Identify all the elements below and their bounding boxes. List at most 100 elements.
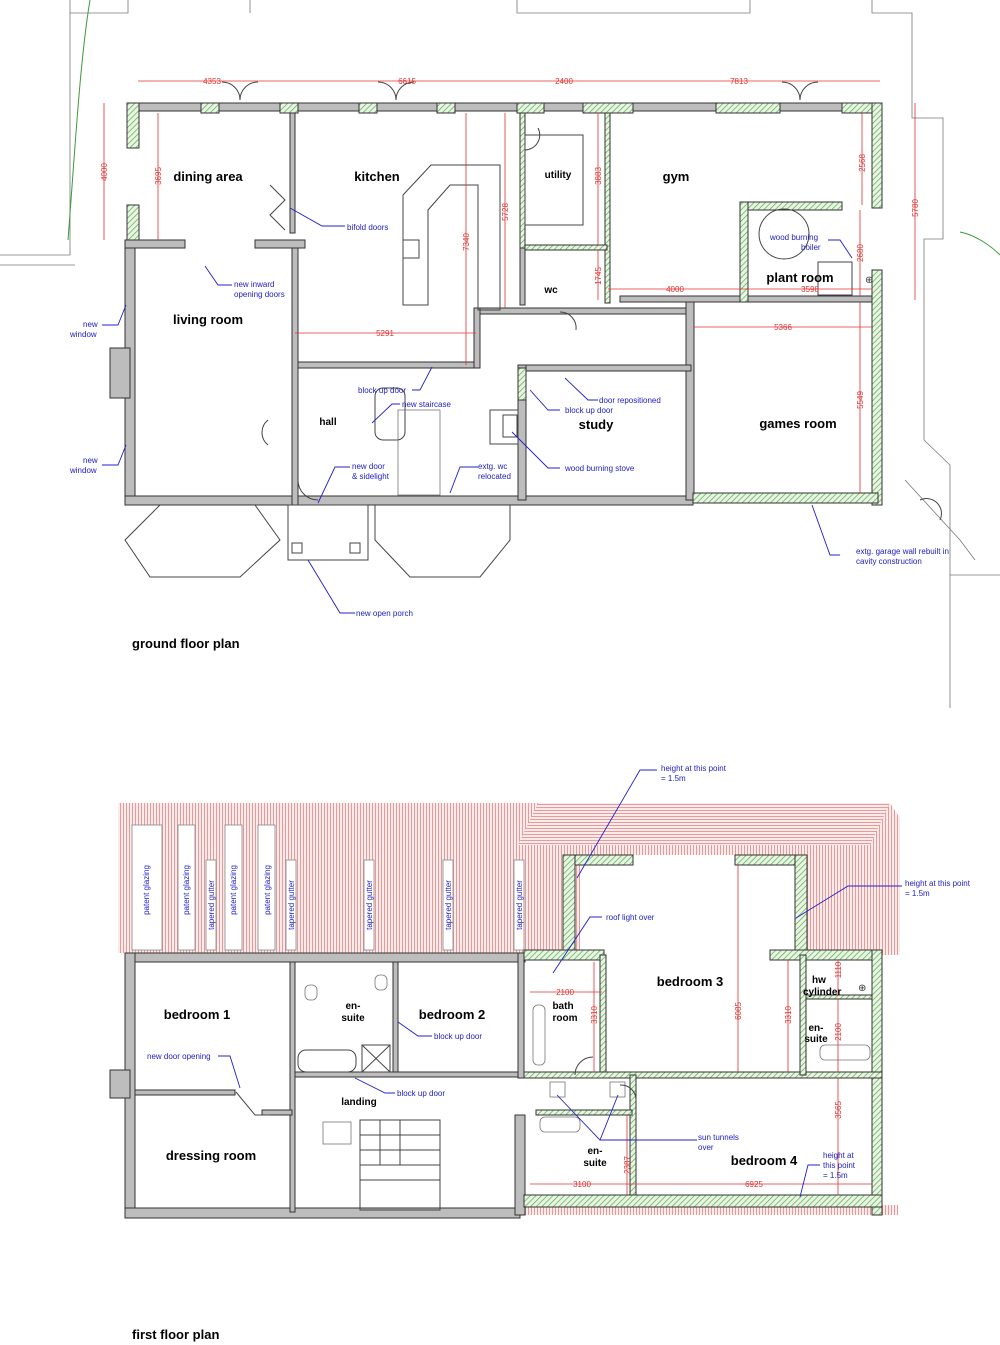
dimension-label: 5728 (501, 203, 510, 221)
dimension-label: 6925 (745, 1180, 763, 1189)
dimension-label: 6615 (398, 77, 416, 86)
roof-label: tapered gutter (287, 880, 296, 930)
dimension-lines (103, 80, 916, 493)
room-bathroom: bath (552, 1001, 573, 1012)
room-ensuite-4: suite (583, 1158, 607, 1169)
note-new-door-opening: new door opening (147, 1052, 211, 1061)
dimension-label: 1110 (834, 961, 843, 978)
note-new-window: window (69, 466, 97, 475)
note-block-up-door: block up door (565, 406, 613, 415)
note-block-up-door: block up door (397, 1089, 445, 1098)
dimension-label: 4000 (666, 285, 684, 294)
room-ensuite-4: en- (588, 1146, 603, 1157)
note-sun-tunnels: over (698, 1143, 714, 1152)
roof-label: patent glazing (229, 865, 238, 915)
note-sun-tunnels: sun tunnels (698, 1133, 739, 1142)
note-height: height at this point (905, 879, 971, 888)
room-study: study (579, 417, 614, 432)
annotation-leaders (102, 207, 853, 614)
dimension-label: 5780 (911, 199, 920, 217)
dimension-label: 5366 (774, 323, 792, 332)
room-bedroom-1: bedroom 1 (164, 1007, 230, 1022)
dimension-label: 3883 (594, 167, 603, 185)
note-block-up-door: block up door (358, 386, 406, 395)
dimension-label: 2680 (856, 244, 865, 262)
first-floor-leaders (218, 769, 902, 1198)
room-kitchen: kitchen (354, 169, 400, 184)
ground-floor-dimensions: 4353 6615 2400 7813 4000 3695 7340 5728 … (100, 77, 920, 409)
hw-cylinder-icon: ⊕ (858, 983, 866, 994)
boiler-flue-icon: ⊕ (865, 275, 873, 286)
new-walls-first-floor (523, 854, 883, 1216)
dimension-label: 5291 (376, 329, 394, 338)
dimension-label: 5549 (856, 391, 865, 409)
note-block-up-door: block up door (434, 1032, 482, 1041)
new-walls (126, 102, 883, 506)
room-wc: wc (543, 285, 558, 296)
note-height: = 1.5m (661, 774, 686, 783)
note-height: height at this point (661, 764, 727, 773)
dimension-label: 2100 (556, 988, 574, 997)
room-plant-room: plant room (766, 270, 833, 285)
roof-label: patent glazing (142, 865, 151, 915)
note-height: = 1.5m (823, 1171, 848, 1180)
roof-label: tapered gutter (207, 880, 216, 930)
note-garage-wall: extg. garage wall rebuilt in (856, 547, 949, 556)
first-floor-title: first floor plan (132, 1327, 219, 1342)
note-garage-wall: cavity construction (856, 557, 922, 566)
roof-label: tapered gutter (515, 880, 524, 930)
room-ensuite-1: suite (341, 1013, 365, 1024)
room-games-room: games room (759, 416, 836, 431)
site-boundary-lines (0, 0, 1000, 708)
note-new-window: new (83, 456, 98, 465)
room-hw-cylinder: hw (812, 975, 826, 986)
dimension-label: 7340 (462, 233, 471, 251)
note-wood-burning-stove: wood burning stove (564, 464, 635, 473)
room-ensuite-3: suite (804, 1034, 828, 1045)
note-wc-relocated: extg. wc (478, 462, 507, 471)
room-living-room: living room (173, 312, 243, 327)
dimension-label: 6085 (734, 1002, 743, 1020)
note-boiler: wood burning (769, 233, 818, 242)
note-new-staircase: new staircase (402, 400, 451, 409)
note-inward-doors: new inward (234, 280, 274, 289)
roof-label: patent glazing (263, 865, 272, 915)
dimension-label: 4353 (203, 77, 221, 86)
dimension-label: 3310 (590, 1006, 599, 1024)
note-door-repositioned: door repositioned (599, 396, 661, 405)
room-bathroom: room (553, 1013, 578, 1024)
dimension-label: 2387 (623, 1156, 632, 1174)
note-bifold-doors: bifold doors (347, 223, 388, 232)
note-height: this point (823, 1161, 856, 1170)
note-wc-relocated: relocated (478, 472, 511, 481)
first-floor-dimensions: 2100 3310 6085 1110 3310 2100 3565 2387 … (556, 961, 843, 1189)
dimension-label: 2100 (834, 1023, 843, 1041)
roof-labels: patent glazing patent glazing tapered gu… (142, 865, 524, 930)
dimension-label: 4000 (100, 163, 109, 181)
dimension-label: 2400 (555, 77, 573, 86)
first-floor-dimension-lines (530, 865, 872, 1195)
note-new-door: & sidelight (352, 472, 390, 481)
fixtures: ⊕ (124, 81, 942, 578)
roof-label: tapered gutter (444, 880, 453, 930)
ground-floor-title: ground floor plan (132, 636, 240, 651)
room-hw-cylinder: cylinder (803, 987, 841, 998)
first-floor-annotations: height at this point = 1.5m height at th… (147, 764, 971, 1180)
dimension-label: 3310 (784, 1006, 793, 1024)
ground-floor-plan: ⊕ (0, 0, 1000, 708)
ground-floor-annotations: bifold doors new inward opening doors ne… (69, 223, 949, 618)
note-height: = 1.5m (905, 889, 930, 898)
note-height: height at (823, 1151, 854, 1160)
note-boiler: boiler (801, 243, 821, 252)
existing-walls-first-floor (109, 952, 526, 1219)
dimension-label: 3100 (573, 1180, 591, 1189)
room-landing: landing (341, 1097, 377, 1108)
room-ensuite-3: en- (809, 1023, 824, 1034)
room-bedroom-4: bedroom 4 (731, 1153, 798, 1168)
note-inward-doors: opening doors (234, 290, 285, 299)
room-bedroom-2: bedroom 2 (419, 1007, 485, 1022)
dimension-label: 3565 (834, 1101, 843, 1119)
dimension-label: 3598 (801, 285, 819, 294)
room-hall: hall (319, 417, 336, 428)
